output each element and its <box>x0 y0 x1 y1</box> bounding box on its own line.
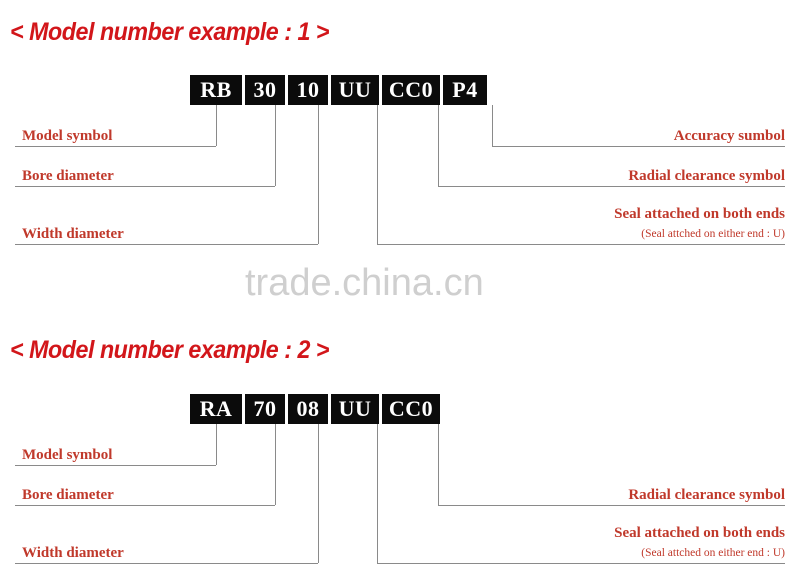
leader-line-seal-v <box>377 105 378 244</box>
leader-line-width-diameter-h <box>15 244 318 245</box>
label-model-symbol: Model symbol <box>22 447 113 463</box>
code-box-model-symbol[interactable]: RB <box>190 75 242 105</box>
leader-line-accuracy-v <box>492 105 493 146</box>
label-seal-attached: Seal attached on both ends <box>614 206 785 222</box>
label-radial-clearance-symbol: Radial clearance symbol <box>628 168 785 184</box>
label-width-diameter: Width diameter <box>22 545 124 561</box>
leader-line-width-diameter-h <box>15 563 318 564</box>
label-seal-attached: Seal attached on both ends <box>614 525 785 541</box>
code-box-width-diameter[interactable]: 10 <box>288 75 328 105</box>
watermark: trade.china.cn <box>245 262 484 304</box>
code-box-radial-clearance[interactable]: CC0 <box>382 394 440 424</box>
label-seal-attached-note: (Seal attched on either end : U) <box>641 228 785 240</box>
leader-line-width-diameter-v <box>318 424 319 563</box>
label-bore-diameter: Bore diameter <box>22 487 114 503</box>
code-box-seal[interactable]: UU <box>331 394 379 424</box>
leader-line-width-diameter-v <box>318 105 319 244</box>
leader-line-model-symbol-h <box>15 146 216 147</box>
code-box-seal[interactable]: UU <box>331 75 379 105</box>
code-box-radial-clearance[interactable]: CC0 <box>382 75 440 105</box>
code-row-example-1: RB 30 10 UU CC0 P4 <box>190 75 487 105</box>
leader-line-bore-diameter-v <box>275 424 276 505</box>
label-bore-diameter: Bore diameter <box>22 168 114 184</box>
code-box-bore-diameter[interactable]: 70 <box>245 394 285 424</box>
leader-line-accuracy-h <box>492 146 785 147</box>
code-box-accuracy[interactable]: P4 <box>443 75 487 105</box>
leader-line-radial-clearance-h <box>438 186 785 187</box>
label-accuracy-symbol: Accuracy sumbol <box>673 128 785 144</box>
code-row-example-2: RA 70 08 UU CC0 <box>190 394 440 424</box>
code-box-width-diameter[interactable]: 08 <box>288 394 328 424</box>
leader-line-seal-h <box>377 563 785 564</box>
label-radial-clearance-symbol: Radial clearance symbol <box>628 487 785 503</box>
section-title-example-2: < Model number example : 2 > <box>10 336 330 364</box>
leader-line-seal-v <box>377 424 378 563</box>
leader-line-model-symbol-v <box>216 424 217 465</box>
leader-line-radial-clearance-h <box>438 505 785 506</box>
leader-line-radial-clearance-v <box>438 105 439 186</box>
label-model-symbol: Model symbol <box>22 128 113 144</box>
label-seal-attached-note: (Seal attched on either end : U) <box>641 547 785 559</box>
leader-line-bore-diameter-h <box>15 186 275 187</box>
leader-line-bore-diameter-v <box>275 105 276 186</box>
leader-line-radial-clearance-v <box>438 424 439 505</box>
leader-line-seal-h <box>377 244 785 245</box>
leader-line-bore-diameter-h <box>15 505 275 506</box>
code-box-model-symbol[interactable]: RA <box>190 394 242 424</box>
leader-line-model-symbol-h <box>15 465 216 466</box>
leader-line-model-symbol-v <box>216 105 217 146</box>
label-width-diameter: Width diameter <box>22 226 124 242</box>
section-title-example-1: < Model number example : 1 > <box>10 18 330 46</box>
code-box-bore-diameter[interactable]: 30 <box>245 75 285 105</box>
